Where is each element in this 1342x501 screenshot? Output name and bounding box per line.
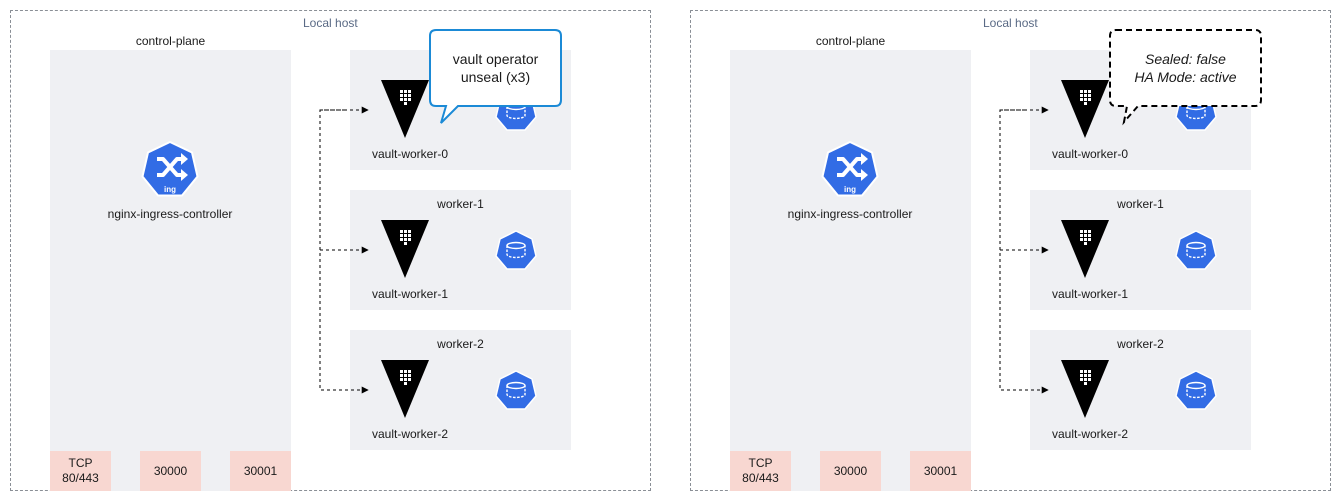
volume-icon [495,370,537,410]
vault-icon [381,220,429,278]
local-host-box-0 [10,10,651,491]
callout-text-line1-0: vault operator [452,51,539,67]
port-tcp-0: TCP 80/443 [50,451,111,491]
volume-icon [1175,370,1217,410]
port-30001-1: 30001 [910,451,971,491]
worker-node-label: worker-1 [1117,197,1164,211]
callout-bubble-1 [1109,29,1262,126]
callout-bubble-0 [429,29,562,124]
worker-node-label: worker-1 [437,197,484,211]
local-host-label-1: Local host [983,16,1038,30]
port-30000-1: 30000 [820,451,881,491]
local-host-box-1 [690,10,1331,491]
vault-icon [1061,80,1109,138]
vault-icon [1061,220,1109,278]
callout-text-line2-0: unseal (x3) [460,69,531,85]
vault-worker-label-0-0: vault-worker-0 [372,147,449,161]
callout-text-line2-1: HA Mode: active [1134,69,1237,85]
vault-icon [381,360,429,418]
ingress-controller-label-0: nginx-ingress-controller [107,207,233,221]
vault-icon [1061,360,1109,418]
vault-worker-label-1-1: vault-worker-1 [1052,287,1129,301]
ingress-badge-text-0: ing [164,185,176,194]
worker-node-label: worker-2 [437,337,484,351]
vault-worker-label-1-2: vault-worker-2 [1052,427,1129,441]
port-tcp-1: TCP 80/443 [730,451,791,491]
port-30001-0: 30001 [230,451,291,491]
port-30000-0: 30000 [140,451,201,491]
vault-icon [381,80,429,138]
vault-worker-label-0-1: vault-worker-1 [372,287,449,301]
ingress-badge-text-1: ing [844,185,856,194]
callout-text-line1-1: Sealed: false [1145,51,1226,67]
local-host-label-0: Local host [303,16,358,30]
control-plane-box-1 [730,50,971,491]
ingress-icon-0: ing [141,140,199,197]
control-plane-label-1: control-plane [815,34,886,48]
vault-worker-label-1-0: vault-worker-0 [1052,147,1129,161]
worker-node-label: worker-2 [1117,337,1164,351]
control-plane-box-0 [50,50,291,491]
volume-icon [495,230,537,270]
volume-icon [1175,230,1217,270]
control-plane-label-0: control-plane [135,34,206,48]
vault-worker-label-0-2: vault-worker-2 [372,427,449,441]
ingress-controller-label-1: nginx-ingress-controller [787,207,913,221]
ingress-icon-1: ing [821,140,879,197]
